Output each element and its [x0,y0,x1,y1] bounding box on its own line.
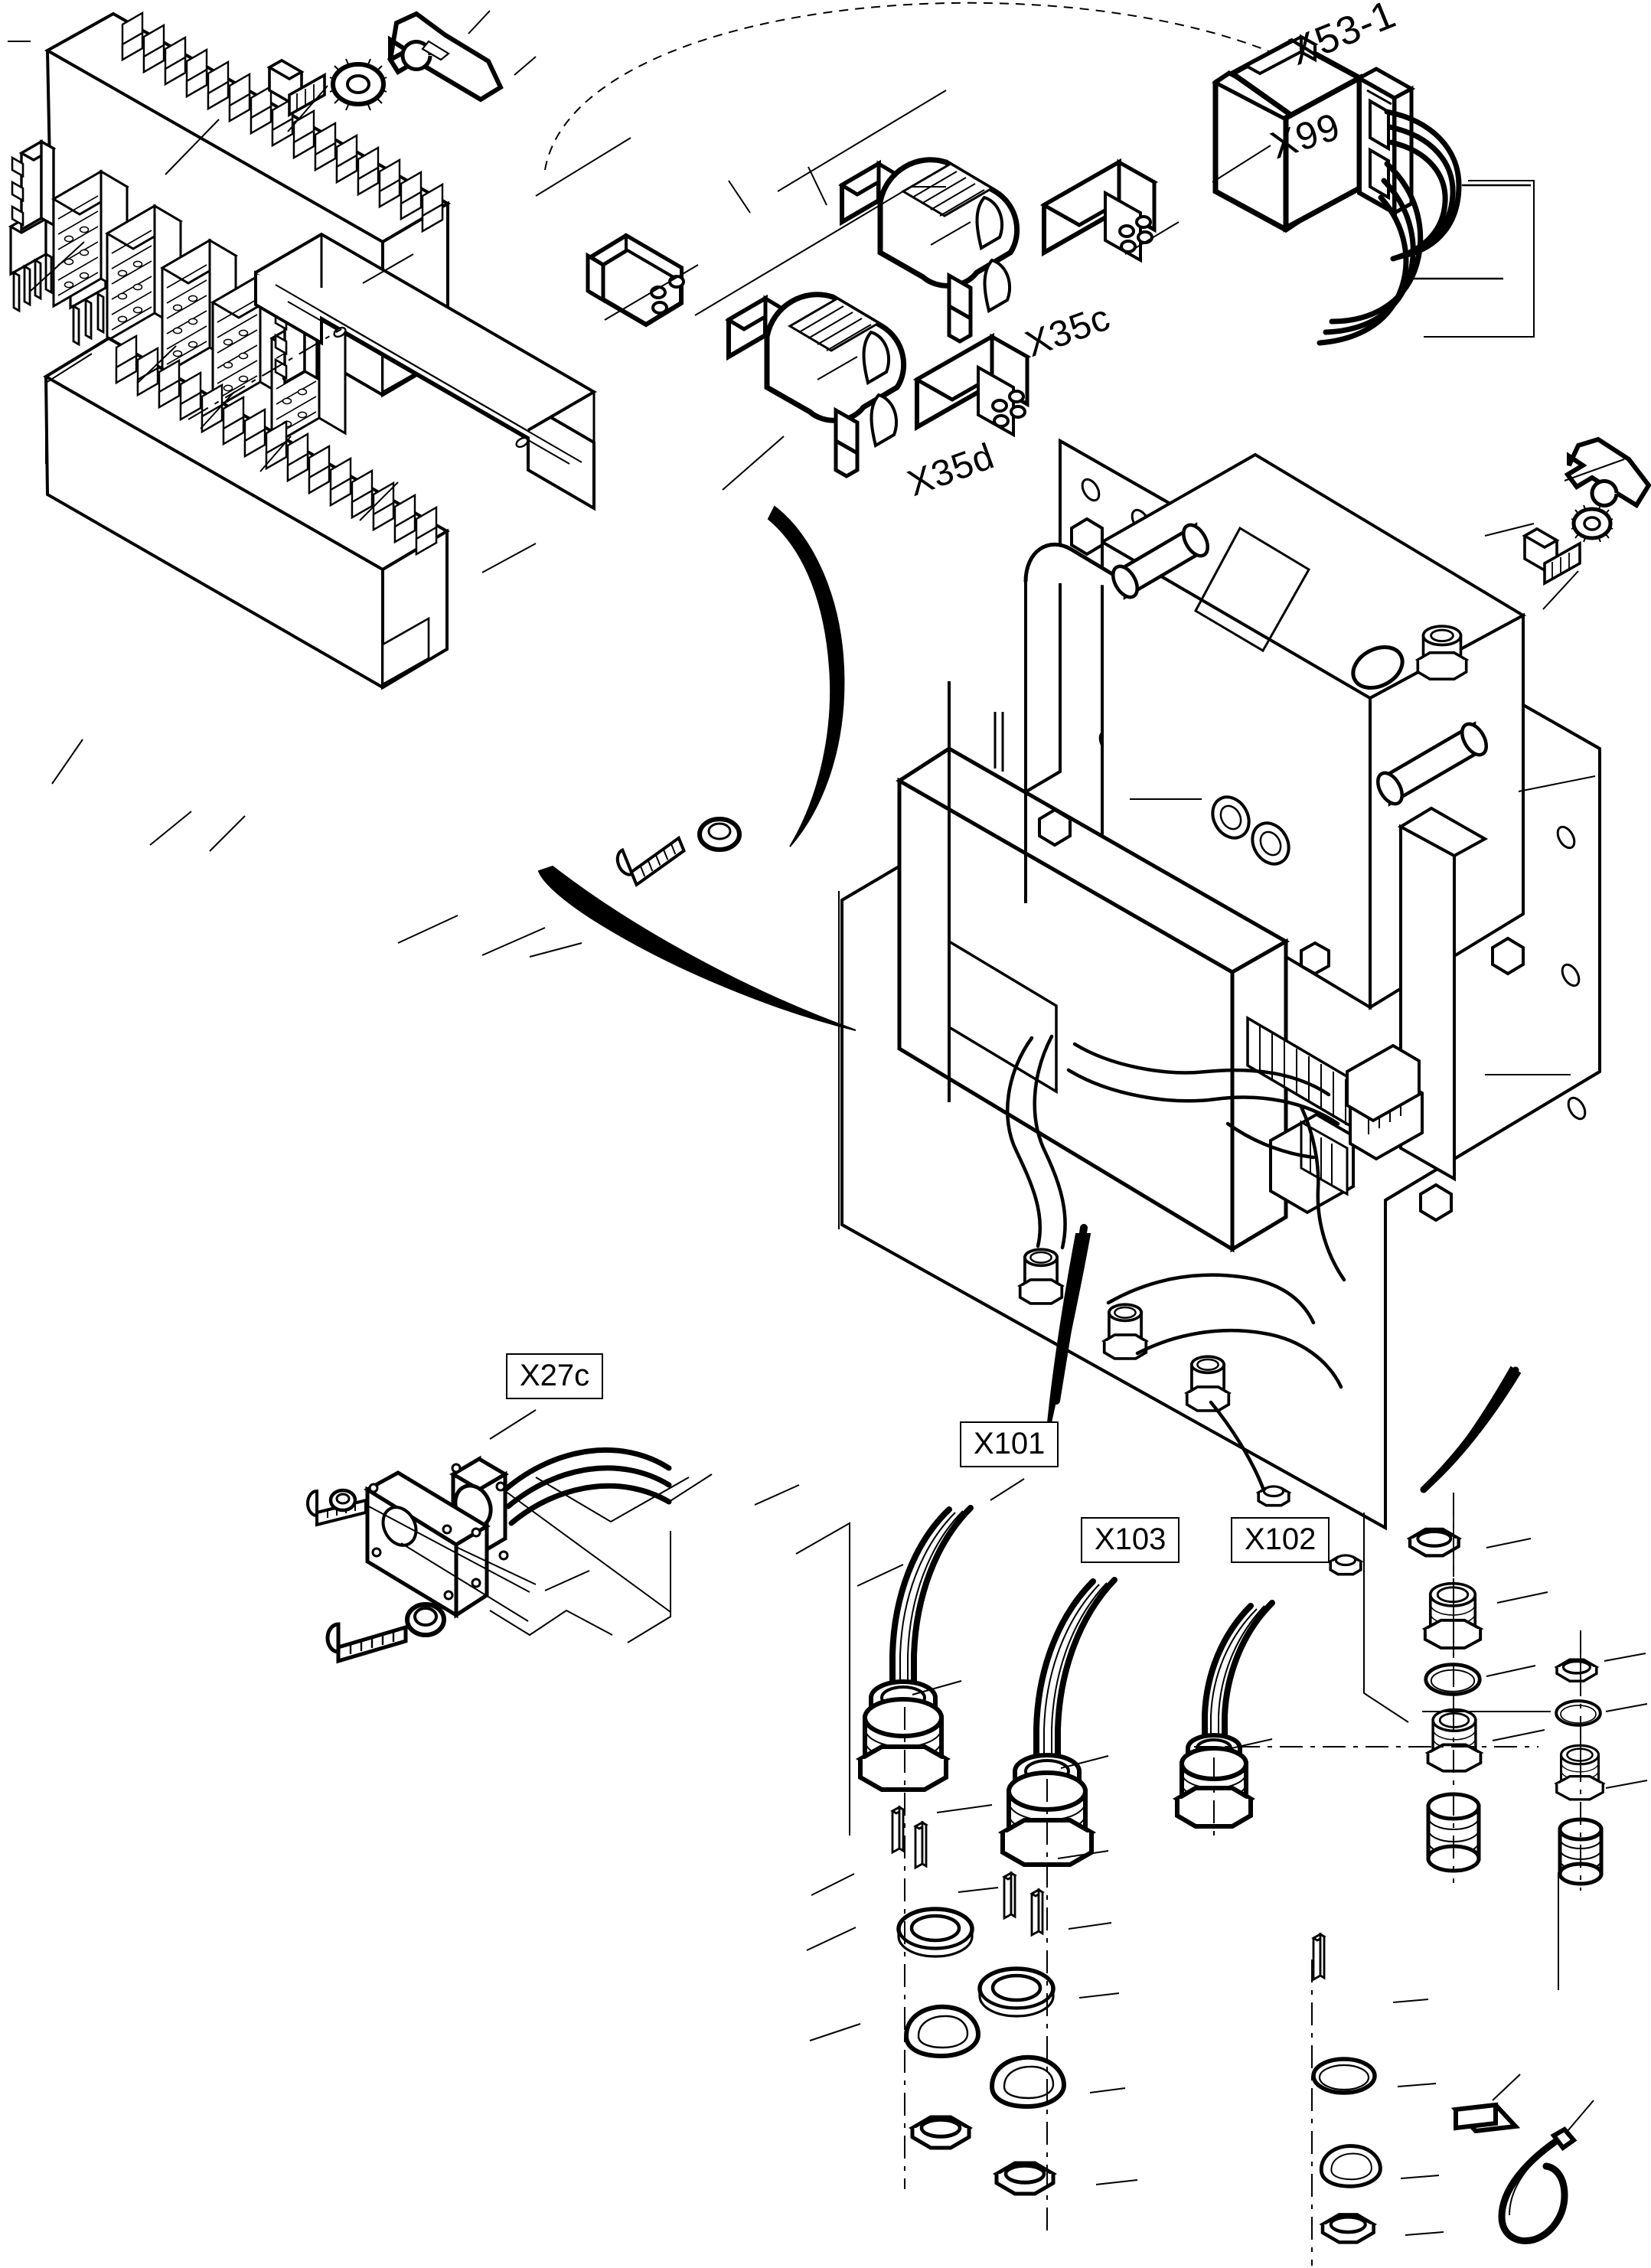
screw-x27c-lower [325,1622,408,1664]
gland-parts-column-b [1555,1644,1604,1886]
assembly-arrow-upper [767,505,845,847]
center-lines [188,328,1581,2266]
gland-parts-column-a [1410,1508,1483,1873]
teardrop-x102 [1321,2146,1380,2187]
label-x102: X102 [1231,1517,1330,1563]
assembly-arrow-lower [537,865,856,1031]
earth-bracket-top-left [387,11,504,103]
cable-tie-bottom-right [1498,2126,1578,2244]
connector-x53-1 [1212,34,1531,346]
panel-glands [1017,1248,1364,1576]
ring-x102 [1313,2059,1375,2093]
pin-x101 [891,1806,905,1854]
connector-x35d [725,292,1032,478]
hexnut-x102 [1323,2214,1374,2242]
gland-x102 [1173,1600,1380,2242]
hex-bolt-right [1523,527,1581,585]
assembly-arrow-right [1420,1366,1522,1493]
ring-x101 [899,1909,972,1956]
gland-x101 [855,1505,978,2148]
phantom-outlines [45,90,1600,1990]
teardrop-x101 [906,2007,978,2056]
sealring-b [1555,1699,1602,1727]
leader-lines [8,10,1648,2236]
earth-bracket-right [1564,436,1651,509]
connector-x27c [306,1447,672,1664]
hexnut-x103 [997,2163,1053,2194]
hexnut-a1 [1410,1529,1459,1555]
washer-x27c-upper [328,1488,357,1513]
pin-x101-2 [914,1821,928,1869]
label-x101: X101 [960,1421,1059,1467]
hexnut-x101 [912,2117,969,2148]
washer-center [697,817,742,852]
clip-bottom-right [1450,2102,1521,2134]
self-tapping-screw-center [612,827,691,890]
wiring-duct-lower [43,334,450,690]
hexnut-b1 [1555,1658,1598,1682]
ring-x103 [980,1969,1053,2016]
pin-x103-2 [1030,1888,1044,1937]
internal-harness [1005,1034,1346,1490]
connector-x35c [838,157,1159,344]
end-clamp-left [11,140,55,231]
label-x103: X103 [1081,1517,1180,1563]
connector-2pin-top [586,233,685,328]
serrated-washer-top-left [329,58,387,111]
pin-x103 [1003,1872,1016,1920]
washer-x27c-lower [405,1602,446,1637]
teardrop-x103 [992,2058,1064,2106]
pin-x102 [1312,1933,1326,1981]
label-x27c: X27c [506,1353,604,1399]
serrated-washer-right [1571,504,1613,543]
din-rail [254,232,597,511]
